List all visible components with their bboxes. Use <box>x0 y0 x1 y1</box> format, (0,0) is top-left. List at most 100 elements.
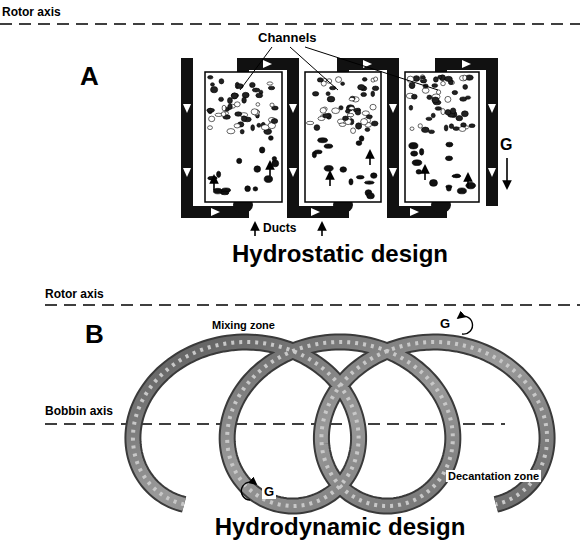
droplet <box>421 76 426 79</box>
droplet <box>371 91 375 97</box>
rotor-axis-line <box>45 304 580 306</box>
droplet <box>432 84 438 88</box>
droplet <box>252 88 259 92</box>
droplet <box>452 174 461 177</box>
droplet <box>351 128 356 134</box>
droplet <box>362 77 367 81</box>
droplet <box>430 179 438 186</box>
droplet <box>324 144 333 148</box>
pointer-arrow <box>255 223 322 236</box>
droplet <box>433 77 438 82</box>
droplet <box>410 127 414 131</box>
droplet <box>452 91 458 95</box>
droplet <box>356 123 362 129</box>
droplet <box>270 103 274 107</box>
droplet <box>445 156 452 161</box>
droplet <box>420 75 425 80</box>
droplet <box>228 104 232 110</box>
droplet <box>341 82 345 85</box>
duct-network <box>187 58 492 212</box>
droplet <box>320 108 326 114</box>
droplet <box>219 97 224 101</box>
droplet <box>456 116 463 121</box>
droplet <box>370 104 376 110</box>
droplet <box>409 82 415 88</box>
droplet <box>427 95 432 99</box>
droplet <box>446 186 451 191</box>
droplet <box>463 84 468 89</box>
droplet <box>411 151 418 156</box>
droplet <box>350 96 355 100</box>
droplet <box>339 123 346 127</box>
droplet <box>349 97 355 101</box>
panel-caption: Hydrostatic design <box>232 241 448 267</box>
rotation-arrow <box>241 316 472 500</box>
rotor-axis-line <box>0 23 580 25</box>
droplet <box>445 110 451 116</box>
droplet <box>365 128 370 132</box>
droplet <box>426 117 432 120</box>
droplet <box>261 125 269 130</box>
droplet <box>461 111 468 117</box>
droplet <box>211 83 215 87</box>
droplet <box>418 124 422 128</box>
droplet <box>421 127 429 132</box>
droplet <box>411 94 417 99</box>
droplet <box>250 82 256 87</box>
axis-label: Rotor axis <box>45 288 104 301</box>
droplet <box>251 109 258 115</box>
droplet <box>413 76 419 81</box>
flow-arrow <box>183 60 496 216</box>
droplet <box>355 110 360 115</box>
droplet <box>441 109 445 115</box>
droplet <box>242 97 246 103</box>
droplet <box>208 76 213 79</box>
droplet <box>340 167 347 172</box>
droplet <box>419 148 423 155</box>
droplet <box>432 97 439 103</box>
force-label: G <box>500 136 512 154</box>
droplet <box>323 114 330 118</box>
droplet <box>356 141 362 146</box>
bobbin-axis-line <box>45 423 505 425</box>
droplet <box>343 116 349 120</box>
droplet <box>457 188 466 194</box>
droplet <box>431 113 435 118</box>
droplet <box>446 142 453 147</box>
droplet <box>345 109 349 113</box>
droplet <box>314 125 320 131</box>
droplet <box>211 86 218 92</box>
droplet <box>469 124 475 128</box>
droplet <box>254 166 261 172</box>
droplet <box>231 93 238 99</box>
droplet <box>326 92 330 96</box>
droplet <box>306 121 313 124</box>
droplet <box>356 175 364 179</box>
droplet <box>268 86 274 90</box>
droplet <box>209 116 215 122</box>
droplet <box>349 179 353 185</box>
droplet <box>450 108 455 114</box>
droplet <box>222 105 226 111</box>
droplet <box>257 123 261 127</box>
force-label: G <box>438 317 452 331</box>
panel-letter: B <box>85 320 104 349</box>
droplet <box>240 129 244 134</box>
droplet <box>327 96 335 102</box>
coil-tube <box>133 342 547 506</box>
zone-label: Mixing zone <box>210 319 277 331</box>
droplet <box>245 186 251 192</box>
droplet <box>268 136 273 141</box>
droplet <box>253 187 258 191</box>
droplet <box>221 112 226 117</box>
droplet <box>207 108 215 112</box>
droplet <box>372 86 378 91</box>
droplet <box>237 158 242 163</box>
droplet <box>314 150 322 154</box>
droplet <box>459 75 467 81</box>
droplet <box>412 160 422 166</box>
droplet <box>272 157 276 161</box>
channel-chamber <box>205 72 479 202</box>
droplet <box>335 77 341 83</box>
